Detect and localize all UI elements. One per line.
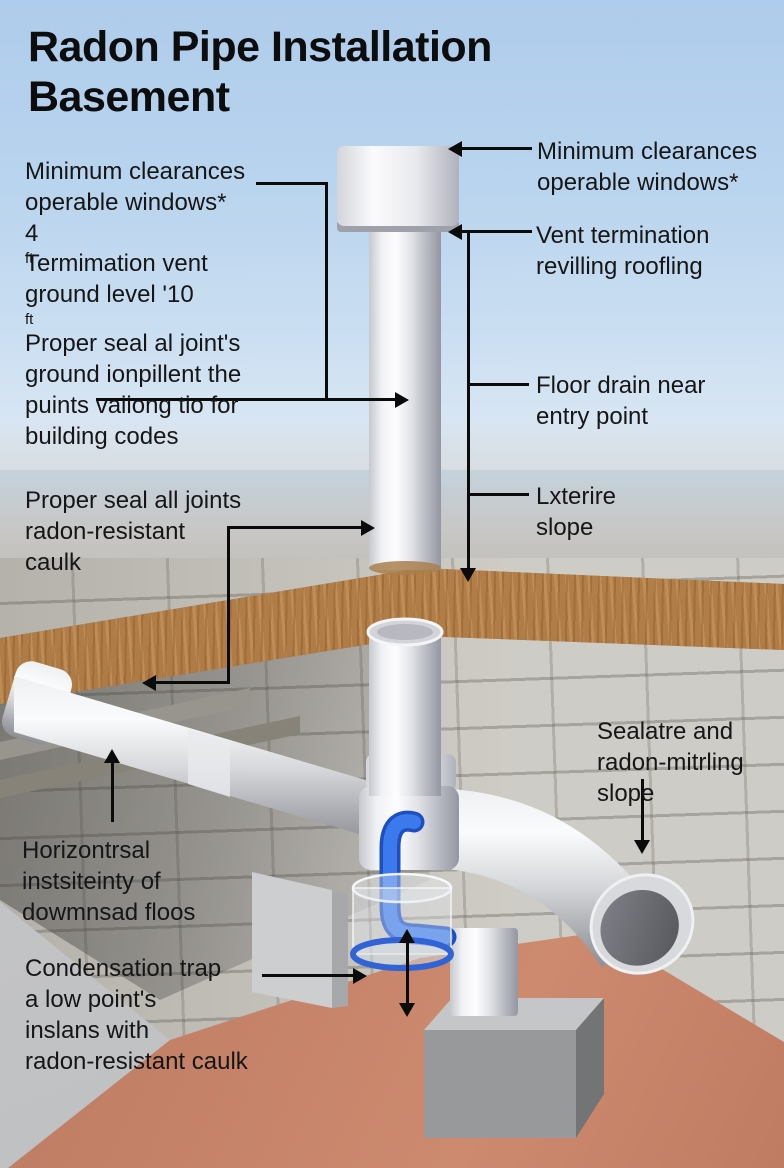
label-floor-drain: Floor drain near entry point [536, 372, 706, 430]
arrowhead [448, 224, 462, 240]
connector-line [467, 230, 470, 570]
arrowhead [395, 392, 409, 408]
vertical-pipe-bore [377, 624, 433, 640]
sub-slab-pipe [450, 928, 518, 1016]
connector-line [262, 974, 354, 977]
arrowhead [353, 968, 367, 984]
label-sealant-slope: Sealatre and radon-mitrling slope [597, 718, 744, 807]
horizontal-pipe-collar [188, 729, 230, 797]
wall-step-side [332, 890, 348, 1008]
connector-line [256, 182, 328, 185]
vent-cap [337, 146, 459, 226]
wall-step-face [252, 872, 332, 1008]
footing-side [576, 998, 604, 1138]
arrowhead [142, 675, 156, 691]
connector-line [96, 398, 396, 401]
connector-line [227, 526, 362, 529]
arrowhead [448, 141, 462, 157]
title-line: Radon Pipe Installation [28, 23, 492, 71]
arrowhead [361, 520, 375, 536]
trap-cup-base-ring [350, 937, 454, 971]
pipe-seal-smudge [369, 561, 441, 575]
label-seal-joints-caulk: Proper seal all joints radon-resistant c… [25, 487, 242, 576]
connector-line [325, 182, 328, 401]
vertical-pipe-lower [369, 630, 441, 796]
connector-line [462, 230, 532, 233]
label-min-clearance-right: Minimum clearances operable windows* [537, 138, 758, 196]
arrowhead [399, 1003, 415, 1017]
connector-line [462, 147, 532, 150]
label-vent-termination: Vent termination revilling roofling [536, 222, 710, 280]
arrowhead [399, 929, 415, 943]
connector-line [156, 681, 230, 684]
label-condensation-trap: Condensation trap a low point's inslans … [25, 955, 248, 1075]
label-exterior-slope: Lxterire slope [536, 483, 617, 541]
label-seal-joints-codes: Proper seal al joint's ground ionpillent… [25, 330, 242, 450]
label-horizontal-run: Horizontrsal instsiteinty of dowmnsad fl… [22, 837, 196, 926]
arrowhead [104, 749, 120, 763]
arrowhead [634, 840, 650, 854]
connector-line [641, 779, 644, 841]
footing-front [424, 1030, 576, 1138]
connector-line [406, 942, 409, 1004]
arrowhead [460, 568, 476, 582]
connector-line [467, 383, 529, 386]
connector-line [467, 493, 529, 496]
diagram-title: Radon Pipe Installation Basement [28, 22, 492, 122]
elbow-opening-bore [600, 889, 679, 966]
connector-line [111, 762, 114, 822]
connector-line [227, 526, 230, 684]
title-line: Basement [28, 73, 230, 121]
